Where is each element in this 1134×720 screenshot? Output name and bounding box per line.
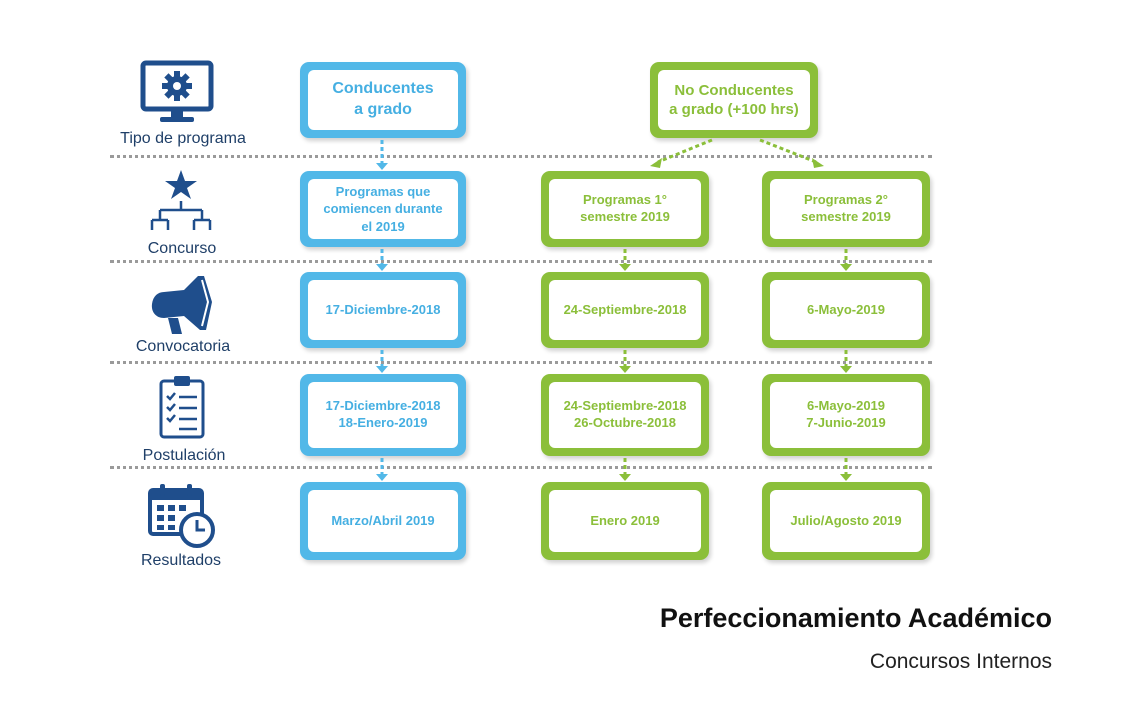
arrowhead (376, 474, 388, 481)
box-concurso-semestre-2: Programas 2° semestre 2019 (762, 171, 930, 247)
box-text-line: 17-Diciembre-2018 (325, 301, 441, 317)
calendar-clock-icon (148, 484, 215, 548)
box-concurso-conducentes: Programas que comiencen durante el 2019 (300, 171, 466, 247)
arrowhead (376, 366, 388, 373)
box-text-line: Programas 1° (583, 192, 667, 208)
box-concurso-semestre-1: Programas 1° semestre 2019 (541, 171, 709, 247)
box-text-line: el 2019 (361, 218, 405, 234)
box-text-line: 6-Mayo-2019 (806, 301, 886, 317)
box-text-line: 26-Octubre-2018 (574, 415, 676, 430)
box-resultados-semestre-1: Enero 2019 (541, 482, 709, 560)
box-text-line: comiencen durante (323, 201, 443, 217)
box-text-line: semestre 2019 (580, 209, 670, 224)
connector-arrows (376, 138, 852, 481)
monitor-gear-icon (140, 60, 214, 122)
box-text-line: Enero 2019 (590, 512, 660, 528)
separator-2 (110, 260, 932, 263)
box-postulacion-semestre-1: 24-Septiembre-2018 26-Octubre-2018 (541, 374, 709, 456)
clipboard-checklist-icon (159, 376, 205, 439)
box-text-line: 18-Enero-2019 (338, 415, 428, 430)
box-text-line: 17-Diciembre-2018 (325, 398, 441, 414)
box-no-conducentes: No Conducentes a grado (+100 hrs) (650, 62, 818, 138)
separator-4 (110, 466, 932, 469)
arrowhead (619, 366, 631, 373)
arrowhead (376, 163, 388, 170)
box-text-line: 6-Mayo-2019 (806, 398, 886, 414)
box-text-line: Julio/Agosto 2019 (790, 512, 902, 528)
arrowhead (840, 474, 852, 481)
arrowhead (619, 474, 631, 481)
page-title: Perfeccionamiento Académico (659, 603, 1052, 633)
box-text-line: Programas que (335, 183, 431, 199)
box-text-line: Conducentes (332, 80, 434, 98)
row-label-resultados: Resultados (140, 552, 222, 569)
box-text-line: semestre 2019 (801, 209, 891, 224)
star-hierarchy-icon (150, 170, 212, 230)
box-postulacion-semestre-2: 6-Mayo-2019 7-Junio-2019 (762, 374, 930, 456)
box-resultados-semestre-2: Julio/Agosto 2019 (762, 482, 930, 560)
box-postulacion-conducentes: 17-Diciembre-2018 18-Enero-2019 (300, 374, 466, 456)
arrowhead (619, 264, 631, 271)
row-label-tipo-de-programa: Tipo de programa (120, 130, 246, 147)
box-convocatoria-conducentes: 17-Diciembre-2018 (300, 272, 466, 348)
arrow-green-split-right (759, 138, 817, 164)
arrow-green-split-left (657, 138, 713, 164)
arrowhead (376, 264, 388, 271)
row-label-convocatoria: Convocatoria (135, 338, 231, 355)
megaphone-icon (151, 276, 212, 334)
box-convocatoria-semestre-1: 24-Septiembre-2018 (541, 272, 709, 348)
row-label-postulacion: Postulación (142, 447, 226, 464)
arrowhead (812, 158, 824, 168)
box-text-line: Programas 2° (804, 192, 888, 208)
box-text-line: 7-Junio-2019 (806, 415, 886, 430)
box-text-line: 24-Septiembre-2018 (563, 301, 687, 317)
box-text-line: Marzo/Abril 2019 (331, 512, 435, 528)
arrowhead (650, 158, 662, 168)
arrowhead (840, 366, 852, 373)
row-label-concurso: Concurso (147, 240, 217, 257)
box-text-line: a grado (354, 101, 412, 118)
arrowhead (840, 264, 852, 271)
box-text-line: a grado (+100 hrs) (669, 101, 799, 118)
box-convocatoria-semestre-2: 6-Mayo-2019 (762, 272, 930, 348)
separator-1 (110, 155, 932, 158)
page-subtitle: Concursos Internos (869, 650, 1052, 673)
separator-3 (110, 361, 932, 364)
box-conducentes-a-grado: Conducentes a grado (300, 62, 466, 138)
box-resultados-conducentes: Marzo/Abril 2019 (300, 482, 466, 560)
box-text-line: No Conducentes (674, 81, 794, 99)
box-text-line: 24-Septiembre-2018 (563, 398, 687, 414)
